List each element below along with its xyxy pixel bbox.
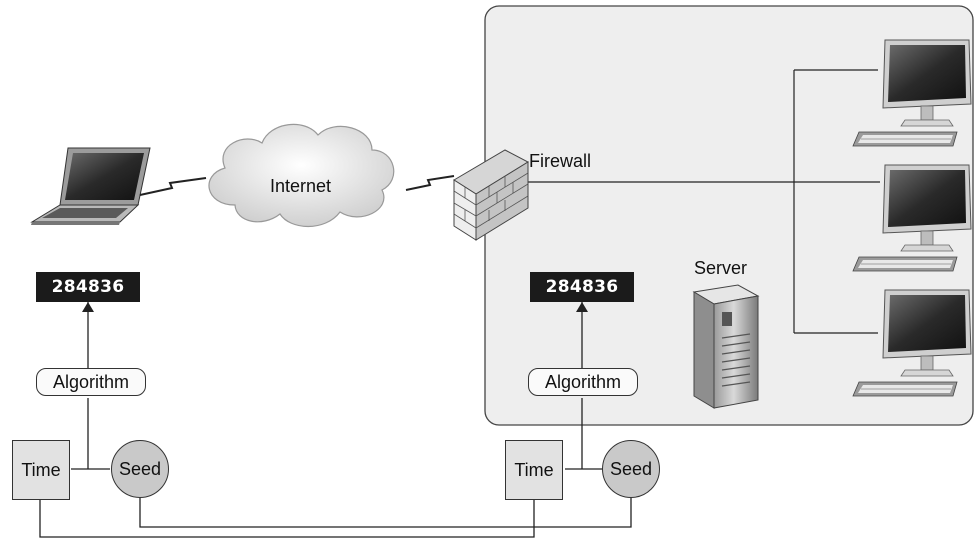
client-time-box: Time xyxy=(12,440,70,500)
cloud-icon xyxy=(208,123,395,227)
server-token-display: 284836 xyxy=(530,272,634,302)
time-sync-line xyxy=(39,500,535,538)
server-time-box: Time xyxy=(505,440,563,500)
client-token-display: 284836 xyxy=(36,272,140,302)
server-algorithm-box: Algorithm xyxy=(528,368,638,396)
client-algorithm-box: Algorithm xyxy=(36,368,146,396)
laptop-icon xyxy=(30,147,151,225)
firewall-label: Firewall xyxy=(529,151,592,171)
server-label: Server xyxy=(694,258,748,278)
wan-link-right xyxy=(405,175,455,191)
client-seed-circle: Seed xyxy=(111,440,169,498)
seed-sync-line xyxy=(139,498,632,528)
firewall-icon xyxy=(453,149,530,241)
server-icon xyxy=(692,284,760,409)
internet-label: Internet xyxy=(270,176,332,196)
wan-link-left xyxy=(139,177,207,196)
server-seed-circle: Seed xyxy=(602,440,660,498)
